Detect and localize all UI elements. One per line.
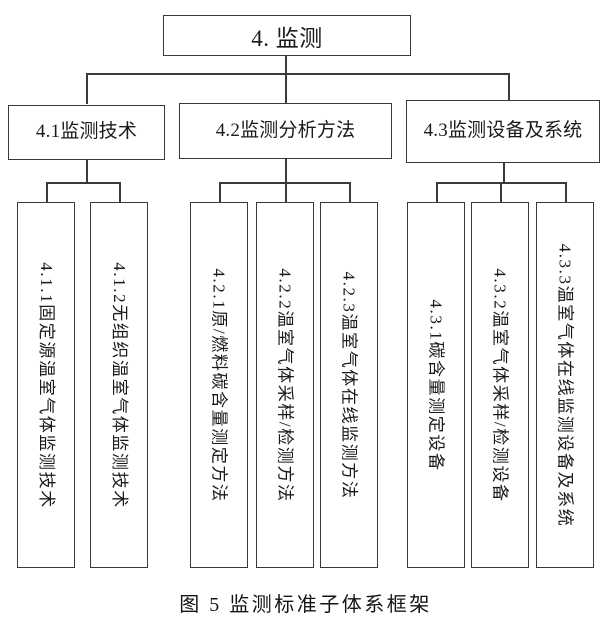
node-4-1-2-label: 4.1.2无组织温室气体监测技术: [109, 261, 129, 509]
connector-43-to-433: [565, 182, 567, 203]
node-4-1[interactable]: 4.1监测技术: [8, 105, 165, 160]
node-4-2[interactable]: 4.2监测分析方法: [179, 103, 392, 159]
connector-42-to-423: [349, 182, 351, 203]
node-4-3-2-label: 4.3.2温室气体采样/检测设备: [490, 267, 510, 503]
node-4-1-1[interactable]: 4.1.1固定源温室气体监测技术: [17, 202, 75, 568]
connector-root-bus: [86, 73, 509, 75]
node-4-3-1[interactable]: 4.3.1碳含量测定设备: [407, 202, 465, 568]
node-4-1-2[interactable]: 4.1.2无组织温室气体监测技术: [90, 202, 148, 568]
connector-43-to-432: [500, 182, 502, 203]
connector-41-to-412: [119, 182, 121, 203]
connector-41-to-411: [46, 182, 48, 203]
node-4-3-3-label: 4.3.3温室气体在线监测设备及系统: [555, 243, 575, 527]
node-4-2-2-label: 4.2.2温室气体采样/检测方法: [275, 267, 295, 503]
connector-43-to-431: [436, 182, 438, 203]
node-4-2-label: 4.2监测分析方法: [215, 119, 356, 141]
node-4-3-2[interactable]: 4.3.2温室气体采样/检测设备: [471, 202, 529, 568]
node-4-3-3[interactable]: 4.3.3温室气体在线监测设备及系统: [536, 202, 594, 568]
figure-caption: 图 5 监测标准子体系框架: [179, 594, 432, 616]
node-root-label: 4. 监测: [251, 25, 323, 51]
connector-root-to-41: [86, 73, 88, 104]
node-4-3-label: 4.3监测设备及系统: [423, 120, 583, 142]
node-4-2-1[interactable]: 4.2.1原/燃料碳含量测定方法: [190, 202, 248, 568]
connector-42-to-422: [285, 182, 287, 203]
node-4-2-3[interactable]: 4.2.3温室气体在线监测方法: [320, 202, 378, 568]
connector-root-to-42: [285, 73, 287, 103]
node-4-1-label: 4.1监测技术: [35, 121, 138, 143]
node-4-2-1-label: 4.2.1原/燃料碳含量测定方法: [209, 267, 229, 503]
connector-43-stem: [503, 163, 505, 183]
connector-42-bus: [219, 182, 350, 184]
connector-root-to-43: [508, 73, 510, 100]
connector-42-to-421: [219, 182, 221, 203]
node-4-2-3-label: 4.2.3温室气体在线监测方法: [339, 271, 359, 499]
node-4-2-2[interactable]: 4.2.2温室气体采样/检测方法: [256, 202, 314, 568]
node-4-1-1-label: 4.1.1固定源温室气体监测技术: [36, 261, 56, 509]
node-4-3[interactable]: 4.3监测设备及系统: [406, 100, 600, 163]
connector-41-stem: [86, 160, 88, 183]
connector-root-stem: [285, 55, 287, 74]
node-4-3-1-label: 4.3.1碳含量测定设备: [426, 298, 446, 472]
connector-41-bus: [46, 182, 120, 184]
connector-42-stem: [285, 158, 287, 183]
node-root[interactable]: 4. 监测: [163, 15, 411, 56]
